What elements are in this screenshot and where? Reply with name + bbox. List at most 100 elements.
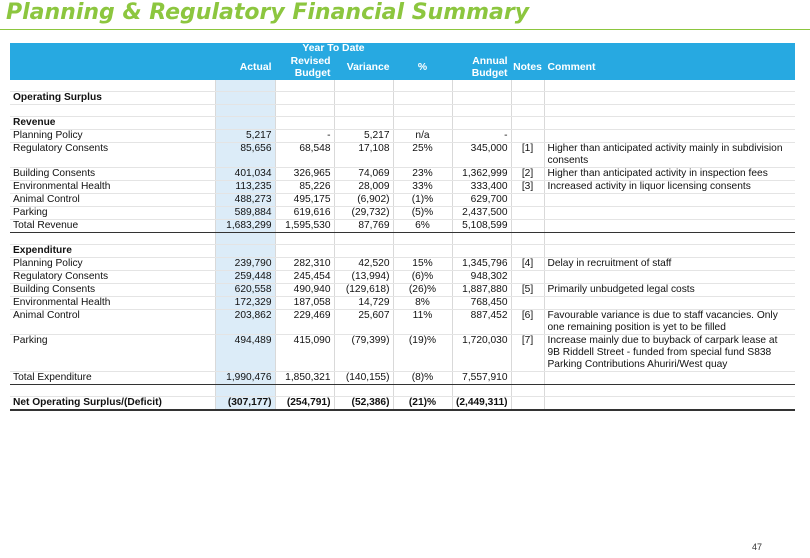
revised-budget-cell: 1,595,530 (274, 219, 334, 233)
annual-budget-cell: 768,450 (451, 296, 511, 310)
revised-budget-cell: 68,548 (274, 142, 334, 168)
header-row-group: Year To Date (10, 43, 795, 55)
spacer-row (10, 384, 795, 397)
variance-cell: 14,729 (333, 296, 393, 310)
row-label: Revenue (10, 116, 215, 130)
page-title: Planning & Regulatory Financial Summary (6, 0, 530, 25)
percent-cell: (5)% (392, 206, 452, 220)
row-label: Animal Control (10, 309, 215, 335)
annual-budget-cell: 333,400 (451, 180, 511, 194)
variance-cell: 42,520 (333, 257, 393, 271)
variance-cell: (52,386) (333, 396, 393, 411)
actual-cell: 620,558 (214, 283, 275, 297)
variance-cell: (129,618) (333, 283, 393, 297)
comment-cell (543, 371, 795, 385)
note-cell (510, 193, 544, 207)
note-cell: [2] (510, 167, 544, 181)
variance-cell: 25,607 (333, 309, 393, 335)
variance-cell: 87,769 (333, 219, 393, 233)
row-label: Expenditure (10, 244, 215, 258)
actual-cell: 488,273 (214, 193, 275, 207)
variance-cell: (13,994) (333, 270, 393, 284)
row-label: Operating Surplus (10, 91, 215, 105)
comment-cell (543, 206, 795, 220)
row-label: Regulatory Consents (10, 142, 215, 168)
row-label: Environmental Health (10, 296, 215, 310)
row-label: Regulatory Consents (10, 270, 215, 284)
comment-cell (543, 270, 795, 284)
actual-cell: (307,177) (214, 396, 275, 411)
percent-cell: (6)% (392, 270, 452, 284)
variance-cell: 17,108 (333, 142, 393, 168)
percent-cell: 25% (392, 142, 452, 168)
annual-budget-cell: (2,449,311) (451, 396, 511, 411)
annual-budget-cell: 1,345,796 (451, 257, 511, 271)
note-cell (510, 296, 544, 310)
comment-cell: Higher than anticipated activity in insp… (543, 167, 795, 181)
actual-cell: 494,489 (214, 334, 275, 372)
header-comment: Comment (543, 55, 795, 80)
header-variance: Variance (333, 55, 393, 80)
note-cell: [6] (510, 309, 544, 335)
note-cell: [1] (510, 142, 544, 168)
row-label: Building Consents (10, 167, 215, 181)
revised-budget-cell: 229,469 (274, 309, 334, 335)
percent-cell: 11% (392, 309, 452, 335)
comment-cell (543, 129, 795, 143)
comment-cell: Higher than anticipated activity mainly … (543, 142, 795, 168)
percent-cell: 33% (392, 180, 452, 194)
variance-cell: 5,217 (333, 129, 393, 143)
note-cell (510, 206, 544, 220)
percent-cell: (21)% (392, 396, 452, 411)
actual-cell: 172,329 (214, 296, 275, 310)
actual-cell: 1,990,476 (214, 371, 275, 385)
revised-budget-cell: 490,940 (274, 283, 334, 297)
variance-cell: 74,069 (333, 167, 393, 181)
note-cell: [3] (510, 180, 544, 194)
annual-budget-cell: 5,108,599 (451, 219, 511, 233)
annual-budget-cell: 1,362,999 (451, 167, 511, 181)
revised-budget-cell: 282,310 (274, 257, 334, 271)
header-percent: % (392, 55, 452, 80)
actual-cell: 401,034 (214, 167, 275, 181)
row-label: Planning Policy (10, 257, 215, 271)
annual-budget-cell: - (451, 129, 511, 143)
header-year-to-date: Year To Date (214, 43, 452, 55)
variance-cell: (140,155) (333, 371, 393, 385)
annual-budget-cell: 2,437,500 (451, 206, 511, 220)
actual-cell: 203,862 (214, 309, 275, 335)
row-label: Parking (10, 206, 215, 220)
row-label: Environmental Health (10, 180, 215, 194)
variance-cell: (29,732) (333, 206, 393, 220)
note-cell: [7] (510, 334, 544, 372)
spacer-row (10, 104, 795, 117)
header-actual: Actual (214, 55, 275, 80)
comment-cell: Delay in recruitment of staff (543, 257, 795, 271)
revised-budget-cell: 85,226 (274, 180, 334, 194)
variance-cell: (6,902) (333, 193, 393, 207)
actual-cell: 5,217 (214, 129, 275, 143)
annual-budget-cell: 7,557,910 (451, 371, 511, 385)
revised-budget-cell: 619,616 (274, 206, 334, 220)
annual-budget-cell: 887,452 (451, 309, 511, 335)
percent-cell: 23% (392, 167, 452, 181)
spacer-row (10, 232, 795, 245)
section-heading: Expenditure (10, 244, 795, 258)
percent-cell: 15% (392, 257, 452, 271)
net-row: Net Operating Surplus/(Deficit)(307,177)… (10, 396, 795, 411)
percent-cell: (8)% (392, 371, 452, 385)
comment-cell: Increased activity in liquor licensing c… (543, 180, 795, 194)
actual-cell: 85,656 (214, 142, 275, 168)
header-row-columns: Actual Revised Budget Variance % Annual … (10, 55, 795, 80)
annual-budget-cell: 1,887,880 (451, 283, 511, 297)
note-cell: [5] (510, 283, 544, 297)
comment-cell (543, 396, 795, 411)
